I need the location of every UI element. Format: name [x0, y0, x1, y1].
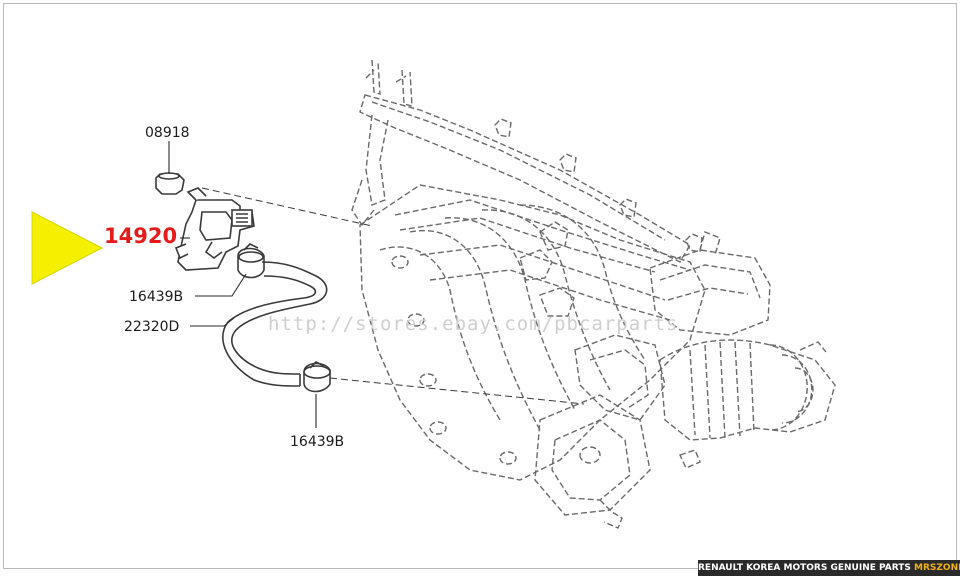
vapor-hose	[222, 261, 328, 387]
clamp-upper	[237, 243, 265, 279]
fuel-feed-pipe-left	[371, 59, 381, 95]
callout-purge-valve: 14920	[104, 224, 177, 248]
air-box	[649, 249, 771, 336]
leader-lines	[168, 141, 317, 428]
fuel-rail	[359, 94, 691, 263]
pointer-arrow	[31, 211, 104, 285]
banner-text: RENAULT KOREA MOTORS GENUINE PARTS	[698, 563, 911, 573]
grommet	[155, 172, 185, 195]
fuel-feed-pipe-right	[401, 69, 413, 107]
callout-grommet: 08918	[145, 125, 190, 141]
intake-manifold	[359, 184, 706, 481]
injector-1	[494, 118, 512, 138]
callout-clamp-upper: 16439B	[129, 289, 183, 305]
watermark: http://stores.ebay.com/pbcarparts	[268, 313, 679, 335]
clamp-lower	[303, 361, 331, 393]
engine-assembly	[351, 59, 836, 529]
diagram-frame	[3, 3, 957, 569]
source-banner: RENAULT KOREA MOTORS GENUINE PARTS MRSZO…	[698, 560, 960, 576]
injector-4	[685, 233, 703, 253]
injector-3	[619, 198, 637, 218]
injector-2	[559, 153, 577, 173]
callout-clamp-lower: 16439B	[290, 434, 344, 450]
banner-brand: MRSZONE	[914, 563, 960, 573]
callout-vapor-hose: 22320D	[124, 319, 179, 335]
throttle-body	[659, 339, 836, 441]
purge-valve	[174, 187, 255, 271]
connection-lines	[201, 187, 585, 405]
